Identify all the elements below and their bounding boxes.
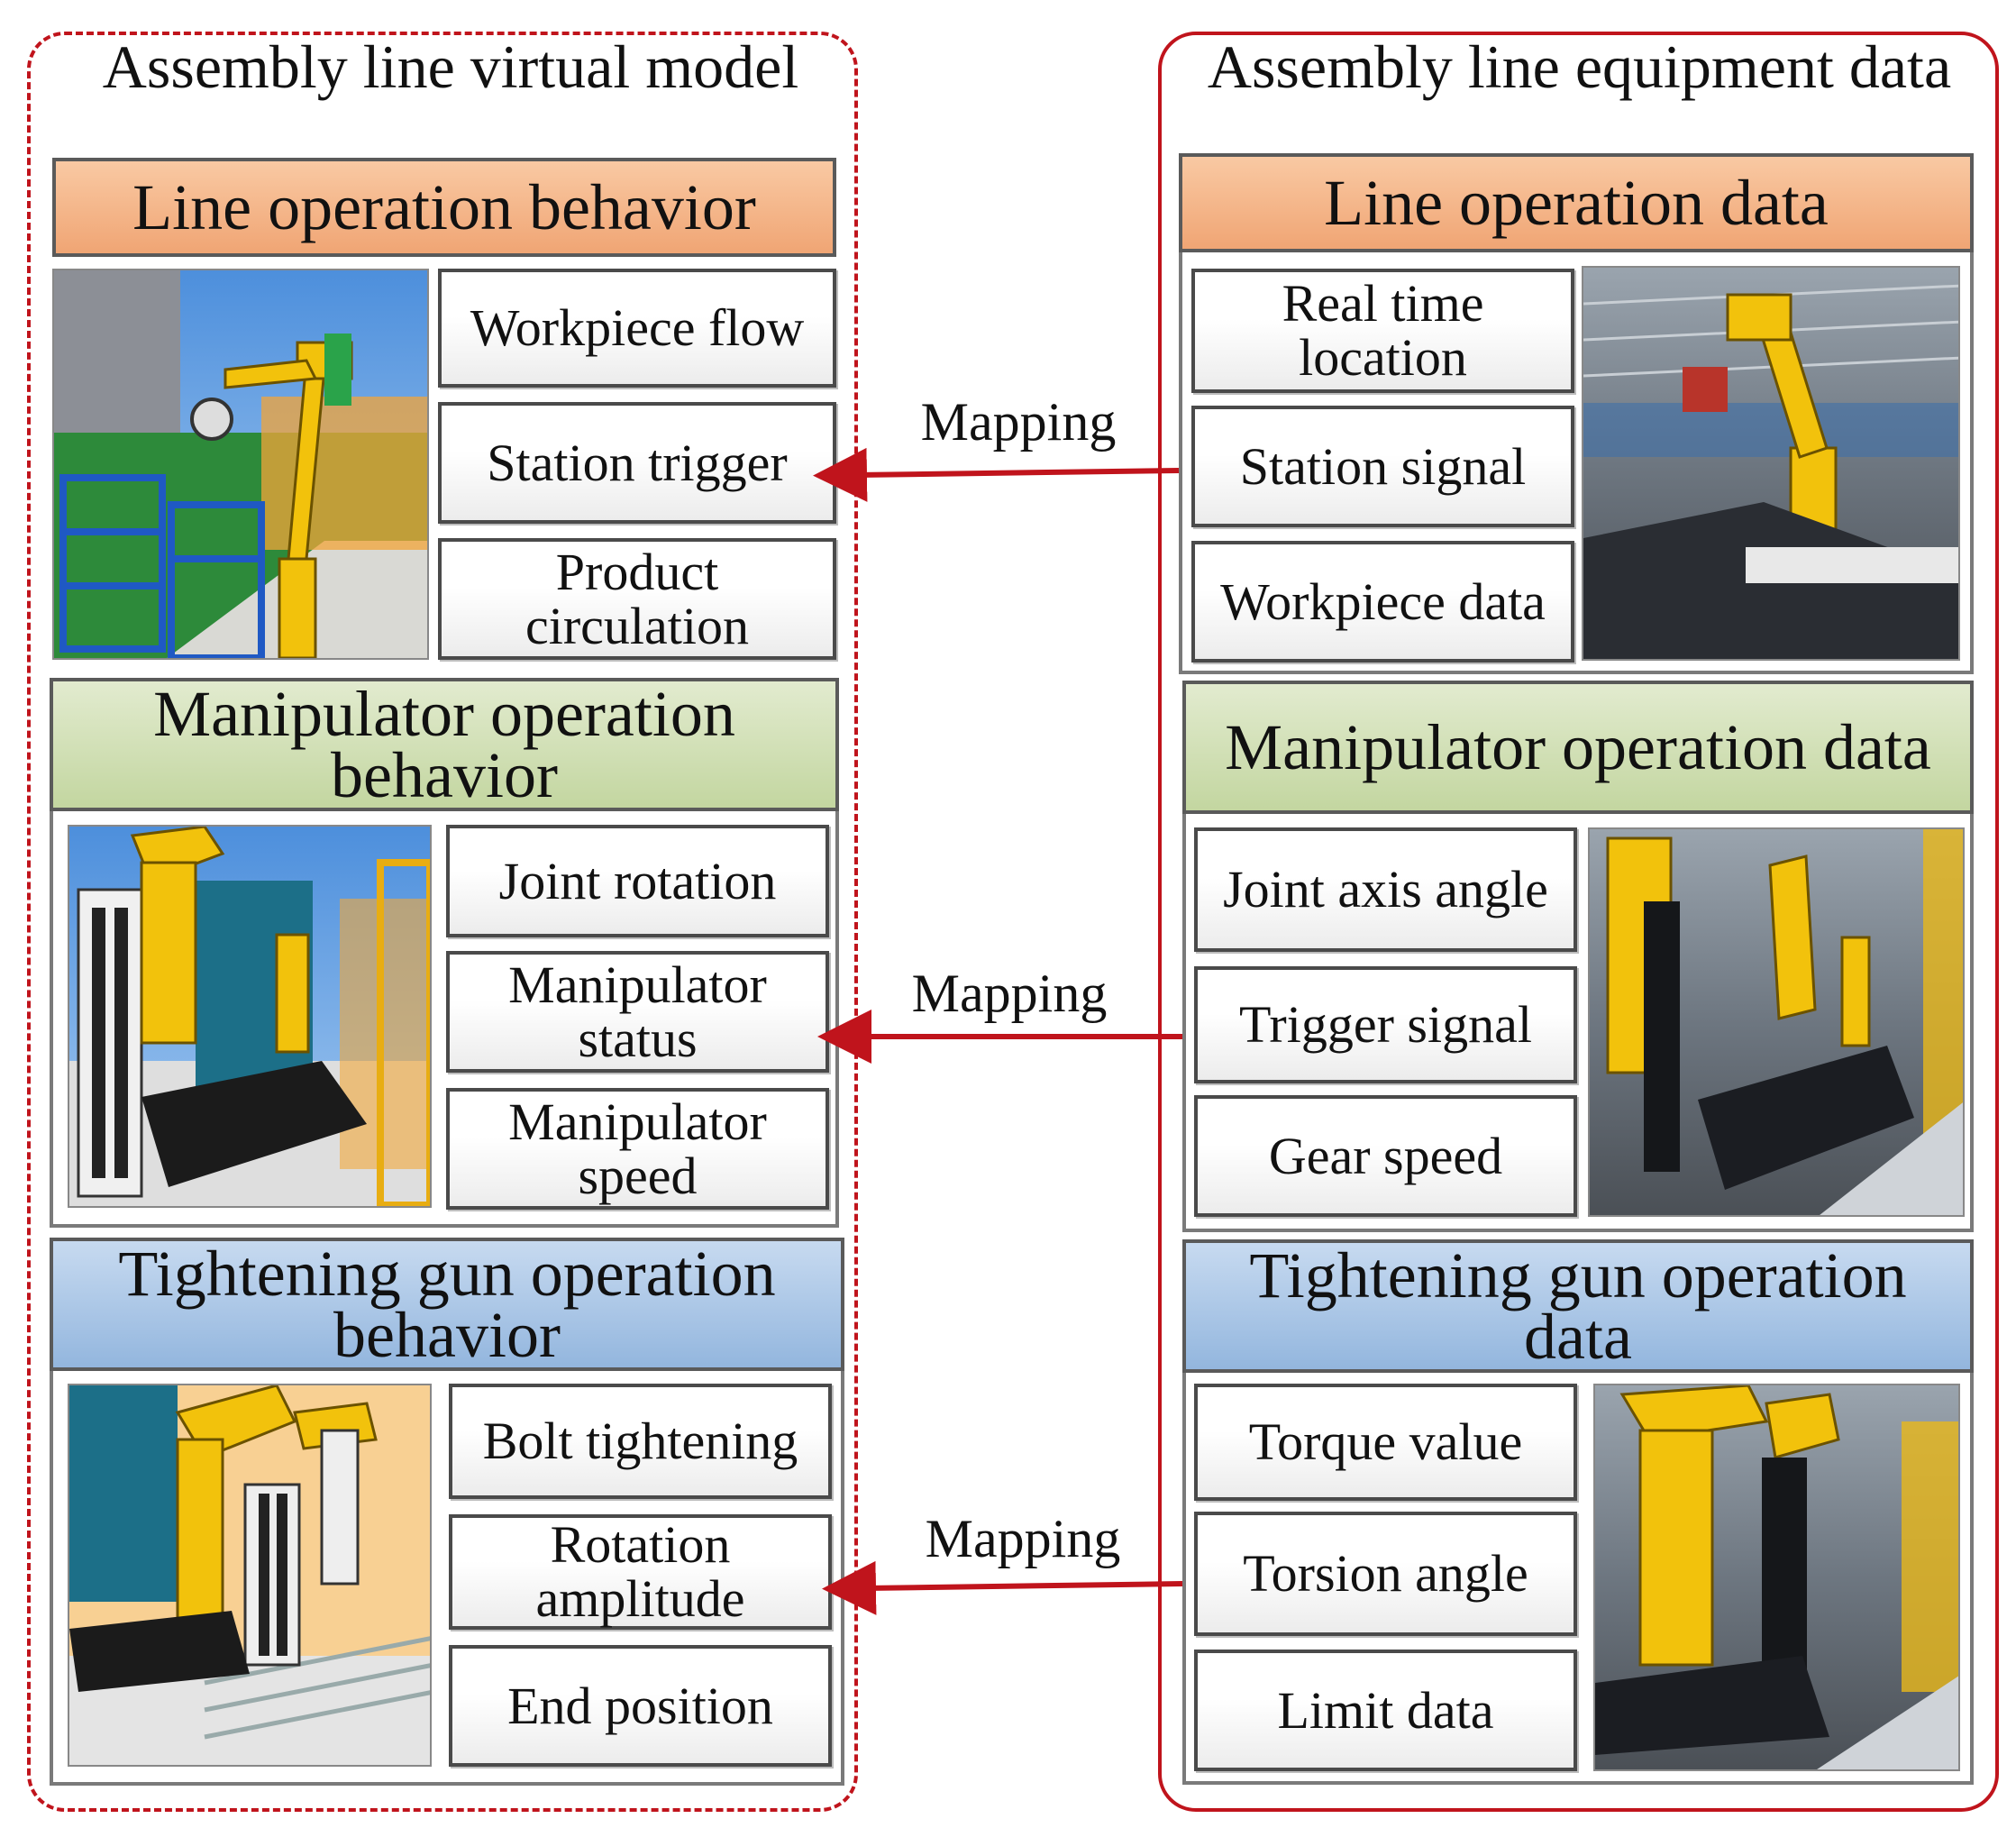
item-workpiece-data: Workpiece data — [1191, 541, 1574, 663]
mapping-arrow-tightening-gun — [822, 1560, 1183, 1615]
factory-manipulator-photo — [1588, 827, 1965, 1217]
tightening-gun-behavior-header: Tightening gun operation behavior — [50, 1238, 844, 1371]
item-gear-speed: Gear speed — [1194, 1095, 1577, 1217]
factory-line-photo — [1582, 266, 1960, 661]
item-torque-value: Torque value — [1194, 1384, 1577, 1501]
mapping-label-manipulator: Mapping — [911, 964, 1108, 1023]
mapping-arrow-line — [813, 447, 1180, 502]
line-operation-behavior-header: Line operation behavior — [52, 158, 836, 257]
virtual-model-frame — [27, 32, 858, 1812]
item-trigger-signal: Trigger signal — [1194, 966, 1577, 1083]
item-rotation-amplitude: Rotation amplitude — [449, 1514, 832, 1630]
virtual-model-title: Assembly line virtual model — [102, 32, 799, 101]
item-end-position: End position — [449, 1645, 832, 1767]
item-station-signal: Station signal — [1191, 406, 1574, 527]
equipment-data-title: Assembly line equipment data — [1207, 32, 1952, 101]
line-operation-data-header: Line operation data — [1179, 153, 1974, 252]
item-station-trigger: Station trigger — [438, 402, 836, 524]
virtual-line-render — [52, 269, 429, 660]
virtual-manipulator-render — [68, 825, 432, 1208]
factory-tightening-gun-photo — [1593, 1384, 1960, 1771]
item-bolt-tightening: Bolt tightening — [449, 1384, 832, 1499]
item-limit-data: Limit data — [1194, 1650, 1577, 1771]
equipment-data-frame — [1158, 32, 1999, 1812]
item-manipulator-speed: Manipulator speed — [446, 1088, 829, 1210]
item-real-time-location: Real time location — [1191, 269, 1574, 393]
item-manipulator-status: Manipulator status — [446, 951, 829, 1073]
item-joint-rotation: Joint rotation — [446, 825, 829, 937]
item-workpiece-flow: Workpiece flow — [438, 269, 836, 388]
item-product-circulation: Product circulation — [438, 538, 836, 660]
mapping-label-tightening-gun: Mapping — [925, 1509, 1121, 1568]
item-joint-axis-angle: Joint axis angle — [1194, 827, 1577, 952]
manipulator-data-header: Manipulator operation data — [1182, 681, 1974, 814]
tightening-gun-data-header: Tightening gun operation data — [1182, 1239, 1974, 1373]
manipulator-behavior-header: Manipulator operation behavior — [50, 678, 839, 811]
item-torsion-angle: Torsion angle — [1194, 1512, 1577, 1636]
mapping-label-line: Mapping — [920, 392, 1117, 452]
virtual-tightening-gun-render — [68, 1384, 432, 1767]
